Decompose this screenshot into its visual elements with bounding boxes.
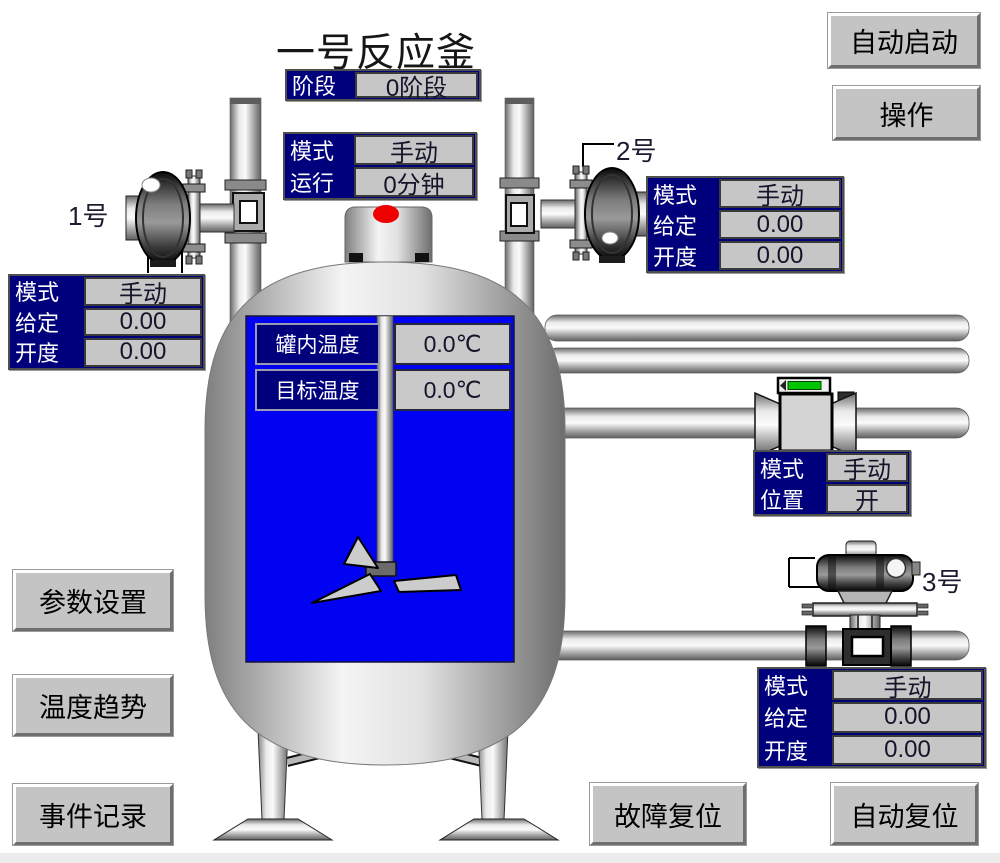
flow-valve-panel: 模式 手动 位置 开 [753, 450, 911, 516]
runtime-row: 运行 0分钟 [285, 166, 475, 199]
valve1-opening-value: 0.00 [84, 338, 202, 367]
flow-valve-icon[interactable] [754, 376, 857, 459]
tank-temp-value: 0.0℃ [394, 323, 511, 365]
valve3-tag: 3号 [922, 567, 963, 597]
stage-panel: 阶段 0阶段 [285, 69, 481, 102]
valve1-setpoint-value[interactable]: 0.00 [84, 307, 202, 336]
param-settings-button[interactable]: 参数设置 [13, 570, 173, 631]
valve1-opening-label: 开度 [10, 337, 83, 368]
runtime-value: 0分钟 [354, 167, 474, 199]
flow-valve-position-row: 位置 开 [755, 483, 909, 515]
mode-run-panel: 模式 手动 运行 0分钟 [283, 132, 477, 200]
auto-start-button[interactable]: 自动启动 [828, 13, 980, 68]
valve2-setpoint-value[interactable]: 0.00 [719, 210, 841, 239]
fault-reset-button[interactable]: 故障复位 [590, 783, 746, 845]
valve1-setpoint-row: 给定 0.00 [10, 306, 203, 337]
valve3-mode-label: 模式 [759, 669, 831, 702]
valve1-mode-label: 模式 [10, 276, 83, 307]
valve3-panel: 模式 手动 给定 0.00 开度 0.00 [757, 667, 986, 768]
valve3-mode-value[interactable]: 手动 [832, 670, 983, 702]
stage-label: 阶段 [287, 71, 354, 99]
mode-label: 模式 [285, 134, 353, 166]
event-log-button[interactable]: 事件记录 [13, 784, 173, 845]
valve1-tag: 1号 [68, 201, 109, 231]
flow-valve-position-label: 位置 [755, 483, 825, 514]
valve1-setpoint-label: 给定 [10, 306, 83, 337]
valve2-icon[interactable] [540, 143, 650, 264]
valve3-opening-value: 0.00 [832, 734, 983, 765]
valve2-mode-row: 模式 手动 [648, 178, 842, 210]
valve1-mode-row: 模式 手动 [10, 276, 203, 308]
auto-reset-button[interactable]: 自动复位 [831, 783, 978, 845]
valve1-panel: 模式 手动 给定 0.00 开度 0.00 [8, 274, 205, 370]
mode-value[interactable]: 手动 [354, 135, 474, 167]
target-temp-value: 0.0℃ [394, 369, 511, 411]
stage-row: 阶段 0阶段 [287, 71, 479, 102]
valve2-panel: 模式 手动 给定 0.00 开度 0.00 [646, 176, 844, 273]
flow-valve-mode-label: 模式 [755, 452, 825, 483]
bottom-strip [0, 853, 1000, 863]
valve3-opening-label: 开度 [759, 733, 831, 766]
valve2-setpoint-label: 给定 [648, 209, 718, 240]
tank-temp-label: 罐内温度 [255, 323, 380, 365]
runtime-label: 运行 [285, 166, 353, 198]
valve1-opening-row: 开度 0.00 [10, 337, 203, 368]
agitator-motor-icon [344, 205, 433, 263]
flow-valve-mode-row: 模式 手动 [755, 452, 909, 484]
page-title: 一号反应釜 [276, 32, 477, 75]
flow-valve-mode-value[interactable]: 手动 [826, 453, 908, 484]
temp-trend-button[interactable]: 温度趋势 [13, 675, 173, 736]
valve2-opening-value: 0.00 [719, 241, 841, 270]
valve3-opening-row: 开度 0.00 [759, 733, 984, 766]
operate-button[interactable]: 操作 [833, 86, 980, 140]
valve2-mode-label: 模式 [648, 178, 718, 209]
agitator-icon [311, 315, 462, 604]
valve2-setpoint-row: 给定 0.00 [648, 209, 842, 240]
valve2-opening-label: 开度 [648, 240, 718, 271]
valve1-mode-value[interactable]: 手动 [84, 277, 202, 308]
mode-row: 模式 手动 [285, 134, 475, 167]
valve3-setpoint-value[interactable]: 0.00 [832, 702, 983, 733]
stage-value: 0阶段 [355, 72, 478, 102]
open-indicator-icon [776, 376, 832, 395]
valve1-icon[interactable] [125, 169, 235, 273]
valve2-opening-row: 开度 0.00 [648, 240, 842, 271]
target-temp-label: 目标温度 [255, 369, 380, 411]
valve2-tag: 2号 [616, 136, 657, 166]
vertical-pipe-right [499, 97, 540, 323]
valve3-setpoint-label: 给定 [759, 701, 831, 734]
valve3-icon[interactable] [788, 540, 929, 667]
flow-valve-position-value: 开 [826, 484, 908, 515]
valve3-setpoint-row: 给定 0.00 [759, 701, 984, 734]
valve2-mode-value[interactable]: 手动 [719, 179, 841, 210]
motor-status-dot [373, 205, 399, 223]
valve3-mode-row: 模式 手动 [759, 669, 984, 702]
